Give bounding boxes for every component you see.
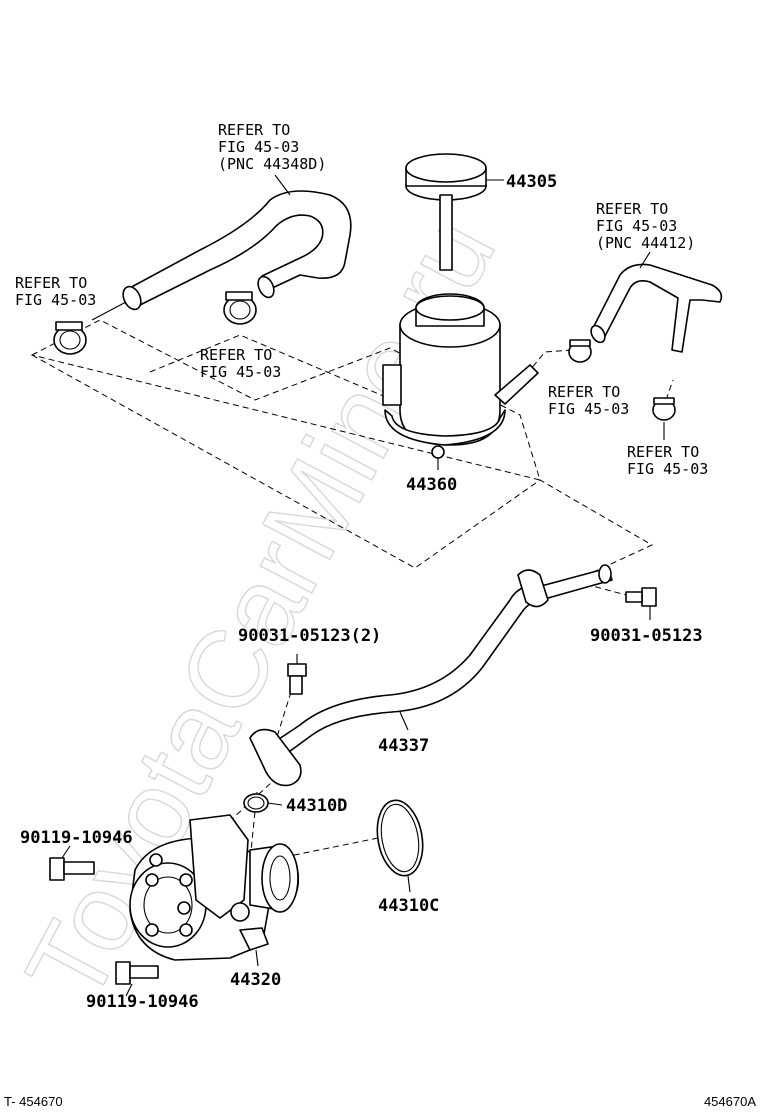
svg-text:REFER TO: REFER TO — [200, 346, 272, 364]
svg-text:FIG 45-03: FIG 45-03 — [15, 291, 96, 309]
reservoir-cap — [405, 153, 504, 271]
oring-small — [243, 793, 283, 813]
refer-clamp-mid-label: REFER TO FIG 45-03 — [200, 346, 281, 381]
svg-text:FIG 45-03: FIG 45-03 — [218, 138, 299, 156]
part-number-bolt-top[interactable]: 90031-05123(2) — [238, 626, 381, 646]
dashed-link-bolt-top — [275, 691, 292, 741]
oring-large — [376, 799, 424, 893]
part-number-bolt-right[interactable]: 90031-05123 — [590, 626, 703, 646]
refer-clamp-left-label: REFER TO FIG 45-03 — [15, 274, 96, 309]
clamp-right-upper — [568, 339, 592, 363]
part-number-reservoir[interactable]: 44360 — [406, 475, 457, 495]
clamp-right-lower — [652, 397, 676, 440]
svg-text:REFER TO: REFER TO — [548, 383, 620, 401]
svg-text:REFER TO: REFER TO — [596, 200, 668, 218]
svg-text:FIG 45-03: FIG 45-03 — [627, 460, 708, 478]
refer-clamp-right-upper-label: REFER TO FIG 45-03 — [548, 383, 629, 418]
part-number-bolt-pump-upper[interactable]: 90119-10946 — [20, 828, 133, 848]
bolt-pump-lower — [115, 961, 159, 997]
svg-text:REFER TO: REFER TO — [627, 443, 699, 461]
svg-text:FIG 45-03: FIG 45-03 — [548, 400, 629, 418]
footer-right-code: 454670A — [704, 1094, 756, 1109]
svg-text:REFER TO: REFER TO — [15, 274, 87, 292]
svg-text:FIG 45-03: FIG 45-03 — [596, 217, 677, 235]
part-number-pipe[interactable]: 44337 — [378, 736, 429, 756]
svg-text:REFER TO: REFER TO — [218, 121, 290, 139]
clamp-left — [53, 301, 127, 355]
part-number-pump[interactable]: 44320 — [230, 970, 281, 990]
footer-left-code: T- 454670 — [4, 1094, 63, 1109]
part-number-oring-d[interactable]: 44310D — [286, 796, 347, 816]
refer-clamp-right-lower-label: REFER TO FIG 45-03 — [627, 443, 708, 478]
part-number-bolt-pump-lower[interactable]: 90119-10946 — [86, 992, 199, 1012]
svg-text:FIG 45-03: FIG 45-03 — [200, 363, 281, 381]
part-number-oring-c[interactable]: 44310C — [378, 896, 439, 916]
bolt-right — [625, 587, 657, 620]
clamp-mid — [223, 291, 257, 325]
part-number-cap[interactable]: 44305 — [506, 172, 557, 192]
refer-hose-upper-label: REFER TO FIG 45-03 (PNC 44348D) — [218, 121, 326, 173]
right-hose — [590, 251, 723, 353]
bolt-pump-upper — [49, 845, 95, 881]
pump-assembly — [129, 814, 300, 967]
reservoir-tank — [382, 293, 539, 470]
refer-hose-right-label: REFER TO FIG 45-03 (PNC 44412) — [596, 200, 695, 252]
dashed-outline-lower — [31, 354, 654, 606]
svg-text:(PNC 44348D): (PNC 44348D) — [218, 155, 326, 173]
dashed-outline-mid — [149, 334, 441, 421]
pressure-pipe — [249, 564, 613, 787]
bolt-top — [287, 654, 307, 695]
dashed-link-clamp-right — [665, 379, 674, 401]
svg-text:(PNC 44412): (PNC 44412) — [596, 234, 695, 252]
dashed-outline-left — [30, 319, 541, 481]
upper-hose — [122, 174, 352, 311]
